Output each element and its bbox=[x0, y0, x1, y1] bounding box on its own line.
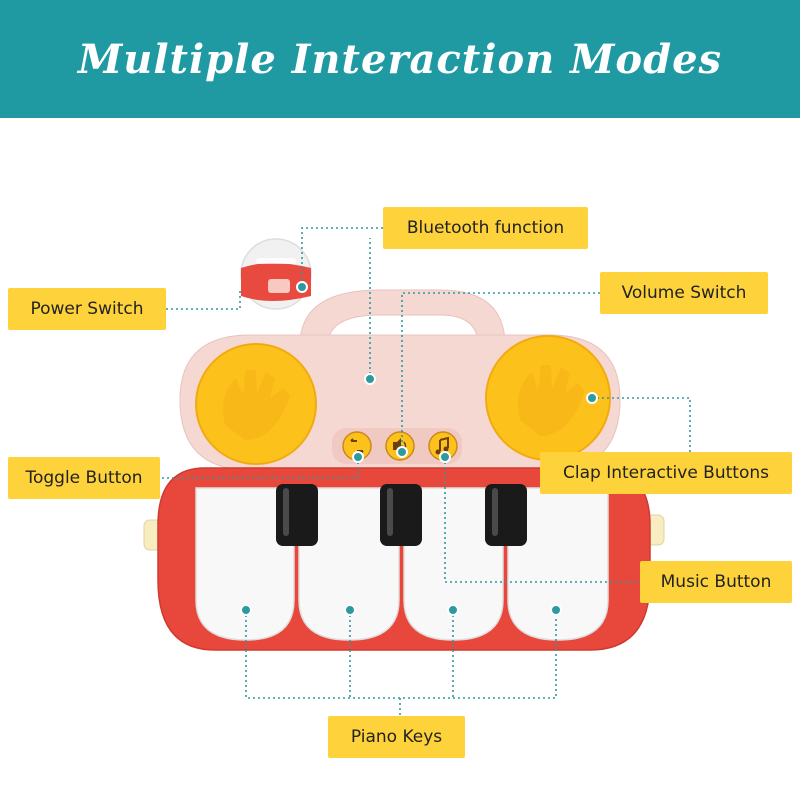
right-clap-pad bbox=[485, 335, 611, 461]
piano-keys-label: Piano Keys bbox=[328, 716, 465, 758]
leader-lines bbox=[160, 227, 691, 716]
black-key bbox=[276, 484, 318, 546]
marker-dots bbox=[240, 281, 598, 616]
music-button-label: Music Button bbox=[640, 561, 792, 603]
power-switch-zoom bbox=[240, 238, 312, 310]
black-key bbox=[380, 484, 422, 546]
piano-key bbox=[507, 487, 609, 641]
clap-buttons-label: Clap Interactive Buttons bbox=[540, 452, 792, 494]
volume-switch-label: Volume Switch bbox=[600, 272, 768, 314]
title-banner: Multiple Interaction Modes bbox=[0, 0, 800, 118]
piano-key bbox=[403, 487, 504, 641]
music-note-icon bbox=[428, 431, 458, 461]
black-key bbox=[485, 484, 527, 546]
toggle-button-label: Toggle Button bbox=[8, 457, 160, 499]
piano-key bbox=[298, 487, 400, 641]
bluetooth-label: Bluetooth function bbox=[383, 207, 588, 249]
page-title: Multiple Interaction Modes bbox=[77, 35, 723, 83]
toggle-icon bbox=[342, 431, 372, 461]
power-switch-label: Power Switch bbox=[8, 288, 166, 330]
left-clap-pad bbox=[195, 343, 317, 465]
